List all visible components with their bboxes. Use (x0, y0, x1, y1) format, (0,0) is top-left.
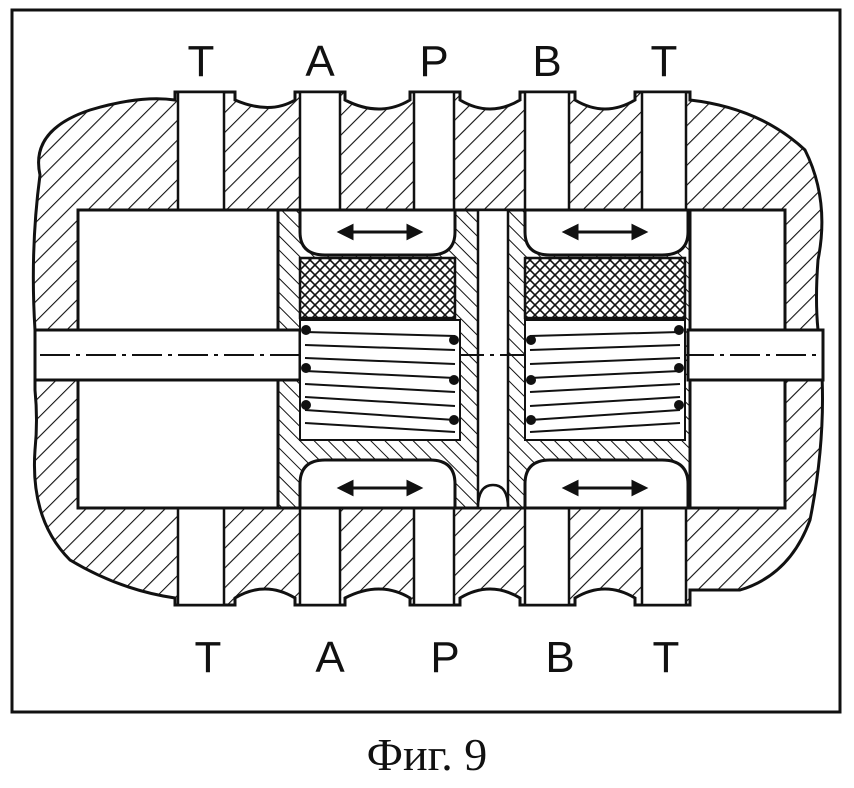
lower-left-chamber (298, 458, 457, 510)
bottom-port-label-1: T (195, 633, 222, 682)
top-port-label-5: T (651, 37, 678, 86)
pressure-channel (476, 208, 510, 510)
bottom-port-label-4: B (545, 633, 574, 682)
right-seal-block (523, 256, 687, 320)
top-port-label-4: B (532, 37, 561, 86)
figure-caption: Фиг. 9 (366, 729, 488, 780)
top-port-labels: T A P B T (188, 37, 678, 86)
bottom-port-labels: T A P B T (195, 633, 680, 682)
lower-right-chamber (523, 458, 690, 510)
top-port-label-1: T (188, 37, 215, 86)
left-disc-stack (299, 319, 461, 441)
right-disc-stack (524, 319, 686, 441)
figure-frame (10, 8, 842, 714)
pressure-inlet-bulb (476, 483, 510, 510)
flow-arrows (336, 223, 649, 497)
top-port-label-3: P (419, 37, 448, 86)
bottom-port-label-3: P (430, 633, 459, 682)
bottom-port-label-2: A (315, 633, 345, 682)
bottom-port-label-5: T (653, 633, 680, 682)
left-seal-block (298, 256, 457, 320)
top-port-label-2: A (305, 37, 335, 86)
